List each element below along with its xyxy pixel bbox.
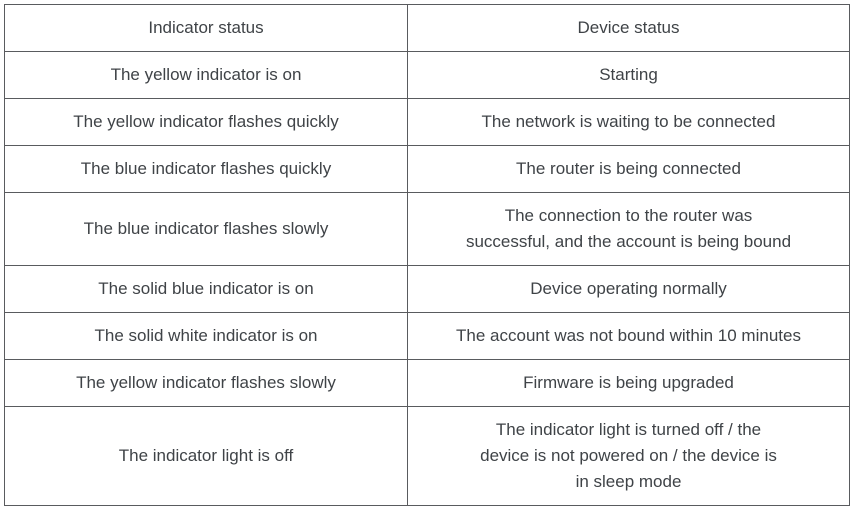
- device-status-cell: Firmware is being upgraded: [407, 359, 850, 407]
- device-status-cell: The router is being connected: [407, 145, 850, 193]
- indicator-status-cell: The indicator light is off: [4, 406, 408, 506]
- column-header-device-status: Device status: [407, 4, 850, 52]
- table-row: The yellow indicator flashes quickly The…: [4, 98, 850, 146]
- table-row: The blue indicator flashes quickly The r…: [4, 145, 850, 193]
- device-status-cell: The account was not bound within 10 minu…: [407, 312, 850, 360]
- indicator-status-cell: The yellow indicator flashes slowly: [4, 359, 408, 407]
- device-status-cell: Starting: [407, 51, 850, 99]
- indicator-status-cell: The blue indicator flashes quickly: [4, 145, 408, 193]
- table-row: The yellow indicator is on Starting: [4, 51, 850, 99]
- indicator-status-cell: The solid blue indicator is on: [4, 265, 408, 313]
- table-row: The solid white indicator is on The acco…: [4, 312, 850, 360]
- indicator-status-cell: The solid white indicator is on: [4, 312, 408, 360]
- table-row: The blue indicator flashes slowly The co…: [4, 192, 850, 266]
- table-row: The solid blue indicator is on Device op…: [4, 265, 850, 313]
- indicator-status-cell: The blue indicator flashes slowly: [4, 192, 408, 266]
- device-status-cell: Device operating normally: [407, 265, 850, 313]
- table-row: The yellow indicator flashes slowly Firm…: [4, 359, 850, 407]
- table-header-row: Indicator status Device status: [4, 4, 850, 52]
- indicator-status-cell: The yellow indicator is on: [4, 51, 408, 99]
- indicator-status-cell: The yellow indicator flashes quickly: [4, 98, 408, 146]
- device-status-cell: The indicator light is turned off / the …: [407, 406, 850, 506]
- indicator-status-table: Indicator status Device status The yello…: [4, 4, 850, 506]
- table-row: The indicator light is off The indicator…: [4, 406, 850, 506]
- column-header-indicator-status: Indicator status: [4, 4, 408, 52]
- device-status-cell: The connection to the router was success…: [407, 192, 850, 266]
- device-status-cell: The network is waiting to be connected: [407, 98, 850, 146]
